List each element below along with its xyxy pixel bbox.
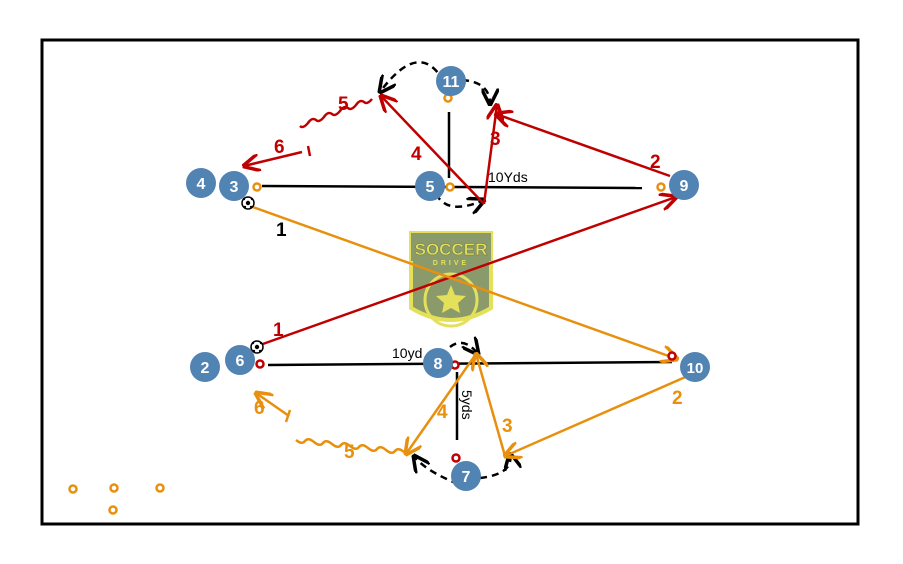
logo-word-drive: DRIVE (433, 260, 469, 267)
step-5-orange: 5 (344, 442, 355, 463)
step-4-orange: 4 (437, 402, 448, 423)
player-2: 2 (190, 352, 220, 382)
svg-text:7: 7 (462, 469, 471, 486)
step-2-red: 2 (650, 152, 661, 173)
svg-text:10: 10 (687, 360, 704, 377)
logo-ball-icon (423, 272, 479, 328)
step-5-red: 5 (338, 94, 349, 115)
player-9: 9 (669, 170, 699, 200)
step-6-orange: 6 (254, 398, 265, 419)
player-10: 10 (680, 352, 710, 382)
svg-text:3: 3 (230, 179, 239, 196)
player-6: 6 (225, 345, 255, 375)
step-6-red: 6 (274, 137, 285, 158)
step-2-orange: 2 (672, 388, 683, 409)
top-distance-label: 10Yds (488, 169, 528, 185)
red-sequence-labels: 1 2 3 4 5 6 (273, 94, 661, 341)
player-7: 7 (451, 461, 481, 491)
cone-icon (68, 484, 78, 494)
cone-icon (667, 351, 677, 361)
player-8: 8 (423, 348, 453, 378)
player-11: 11 (436, 66, 466, 96)
player-3: 3 (219, 171, 249, 201)
step-1-black: 1 (276, 220, 287, 241)
cone-icon (445, 182, 455, 192)
cone-icon (155, 483, 165, 493)
step-1-red: 1 (273, 320, 284, 341)
svg-text:11: 11 (443, 74, 460, 91)
logo-star-icon (436, 285, 466, 313)
step-3-orange: 3 (502, 416, 513, 437)
bottom-depth-label: 5yds (459, 390, 475, 420)
svg-text:4: 4 (197, 176, 206, 193)
cone-icon (252, 182, 262, 192)
cone-icon (451, 453, 461, 463)
step-4-red: 4 (411, 144, 422, 165)
svg-text:8: 8 (434, 356, 443, 373)
svg-text:5: 5 (426, 179, 435, 196)
svg-text:6: 6 (236, 353, 245, 370)
soccer-drive-logo: SOCCER DRIVE (409, 231, 493, 328)
svg-text:2: 2 (201, 360, 210, 377)
cone-icon (255, 359, 265, 369)
soccer-ball-icon (250, 340, 264, 354)
logo-word-soccer: SOCCER (415, 240, 488, 259)
orange-sequence-labels: 1 2 3 4 5 6 (254, 220, 683, 463)
red-sequence (244, 96, 676, 347)
soccer-ball-icon (241, 196, 255, 210)
cone-icon (109, 483, 119, 493)
cone-icon (656, 182, 666, 192)
cones (68, 93, 677, 515)
player-5: 5 (415, 171, 445, 201)
bottom-distance-label: 10yd (392, 345, 422, 361)
orange-sequence (249, 204, 691, 456)
step-3-red: 3 (490, 129, 501, 150)
player-4: 4 (186, 168, 216, 198)
svg-text:9: 9 (680, 178, 689, 195)
cone-icon (108, 505, 118, 515)
